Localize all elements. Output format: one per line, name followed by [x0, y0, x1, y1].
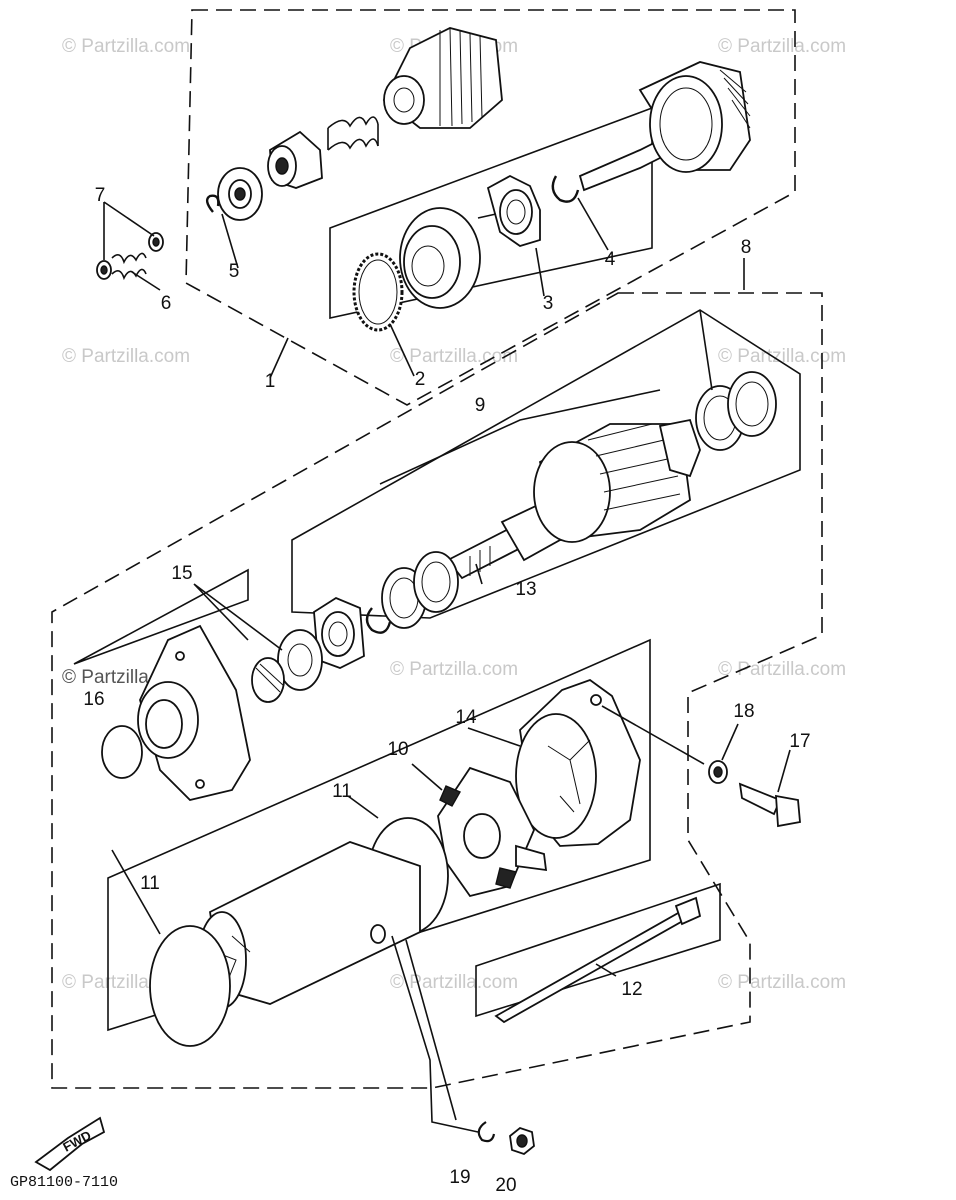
watermark: © Partzilla.com [390, 659, 518, 680]
circlip [205, 194, 220, 213]
watermark-layer: © Partzilla.com © Partzilla.com © Partzi… [62, 36, 846, 993]
diagram-code: GP81100-7110 [10, 1174, 118, 1191]
circlip-small [477, 1121, 496, 1143]
watermark: © Partzilla.com [718, 659, 846, 680]
callout-10: 10 [387, 739, 408, 760]
callout-9: 9 [475, 395, 486, 416]
watermark: © Partzilla.com [718, 36, 846, 57]
callout-12: 12 [621, 979, 642, 1000]
watermark: © Partzilla.com [718, 346, 846, 367]
fwd-label: FWD [60, 1128, 93, 1155]
fwd-arrow: FWD [34, 1116, 106, 1172]
subgroup-15-outline [73, 568, 249, 665]
callout-2: 2 [415, 369, 426, 390]
watermark: © Partzilla.com [390, 972, 518, 993]
output-shaft [578, 61, 751, 192]
callout-19: 19 [449, 1167, 470, 1188]
callout-6: 6 [161, 293, 172, 314]
callout-13: 13 [515, 579, 536, 600]
thrust-washers-upper [695, 371, 777, 451]
bolt [738, 782, 801, 828]
callout-11: 11 [332, 781, 352, 802]
subgroup-housing-outline [107, 638, 651, 1032]
armature [446, 418, 701, 580]
callout-8: 8 [741, 237, 752, 258]
bearing-retainer [313, 596, 365, 669]
callout-17: 17 [789, 731, 810, 752]
callouts: 7 6 5 1 2 3 4 8 9 13 15 16 14 10 11 11 1… [83, 185, 810, 1196]
bearing [399, 207, 481, 309]
rear-cover [515, 678, 641, 847]
o-ring [101, 725, 143, 779]
yoke [197, 841, 421, 1009]
group-1-boundary [185, 9, 796, 406]
needle-ring [352, 252, 404, 332]
callout-5: 5 [229, 261, 240, 282]
callout-15: 15 [171, 563, 192, 584]
subgroup-12-outline [475, 882, 721, 1018]
through-bolt [494, 896, 702, 1024]
callout-16: 16 [83, 689, 104, 710]
subgroup-2-3-outline [329, 106, 653, 319]
washer [708, 760, 728, 784]
nut [509, 1126, 535, 1156]
callout-7: 7 [95, 185, 106, 206]
watermark: © Partzilla.com [718, 972, 846, 993]
brush-holder [437, 766, 548, 898]
group-8-boundary [51, 292, 823, 1089]
snap-ring [551, 175, 580, 203]
front-cover [137, 624, 323, 801]
callout-1: 1 [265, 371, 276, 392]
gasket-front [149, 925, 231, 1047]
watermark: © Partzilla.com [62, 36, 190, 57]
thrust-washers-lower [365, 551, 459, 634]
retainer-plate [477, 174, 541, 247]
callout-18: 18 [733, 701, 754, 722]
spring-with-washers [96, 232, 164, 281]
callout-3: 3 [543, 293, 554, 314]
callout-4: 4 [605, 249, 616, 270]
leader-lines [103, 197, 791, 1133]
callout-14: 14 [455, 707, 477, 728]
pinion-clutch-assembly [217, 27, 503, 221]
callout-20: 20 [495, 1175, 516, 1196]
callout-11: 11 [140, 873, 160, 894]
watermark: © Partzilla.com [62, 346, 190, 367]
